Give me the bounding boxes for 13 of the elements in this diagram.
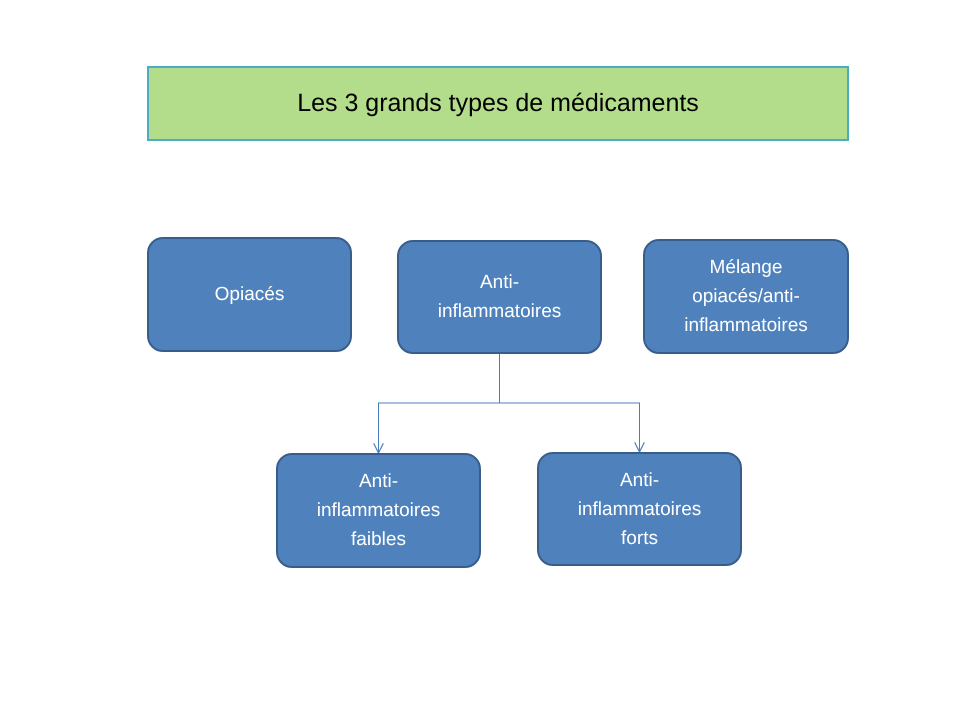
box-label: Opiacés xyxy=(214,283,284,307)
box-label: Anti- inflammatoires xyxy=(436,271,562,324)
category-box xyxy=(537,452,742,566)
category-box xyxy=(276,453,481,568)
box-label: Mélange opiacés/anti- inflammatoires xyxy=(683,256,809,338)
box-label: Anti- inflammatoires faibles xyxy=(316,470,442,552)
connector-arrow xyxy=(499,354,646,453)
title-box xyxy=(147,66,849,141)
title-text: Les 3 grands types de médicaments xyxy=(297,88,699,119)
category-box xyxy=(643,239,849,354)
category-box xyxy=(147,237,352,352)
box-label: Anti- inflammatoires forts xyxy=(576,468,702,550)
category-box xyxy=(397,240,602,354)
